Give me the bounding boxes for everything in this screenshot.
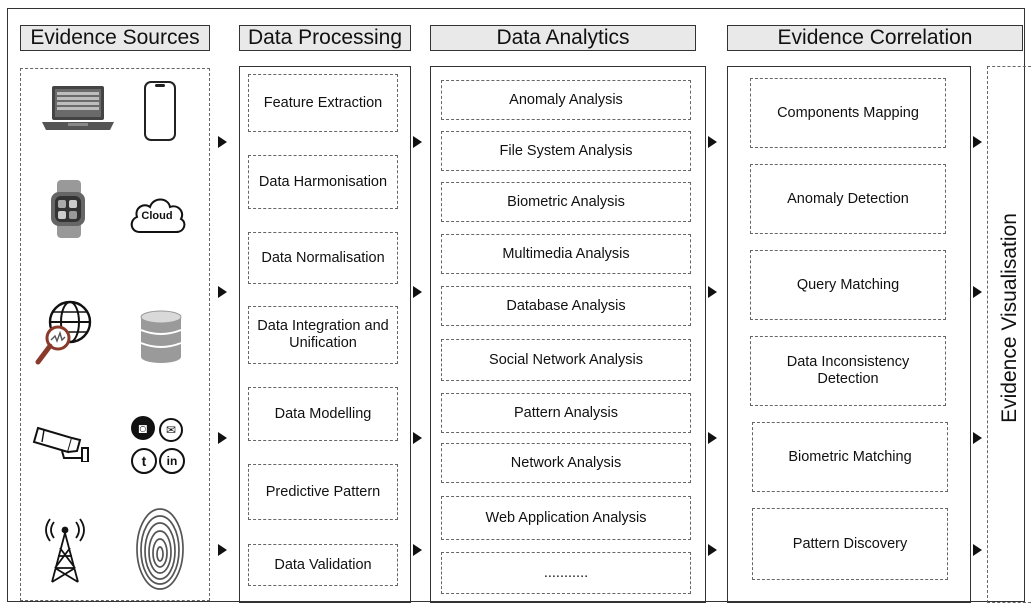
- cctv-camera-icon: [32, 426, 89, 462]
- analytics-item: Biometric Analysis: [441, 182, 691, 222]
- evidence-correlation-panel: [727, 66, 971, 603]
- fingerprint-icon: [136, 508, 184, 590]
- processing-step: Feature Extraction: [248, 74, 398, 132]
- database-icon: [140, 310, 182, 363]
- arrow-analytics-to-correlation: [708, 544, 717, 556]
- arrow-sources-to-processing: [218, 544, 227, 556]
- arrow-correlation-to-visualisation: [973, 432, 982, 444]
- arrow-correlation-to-visualisation: [973, 136, 982, 148]
- arrow-processing-to-analytics: [413, 286, 422, 298]
- processing-step: Predictive Pattern: [248, 464, 398, 520]
- smartwatch-icon: [51, 180, 85, 238]
- laptop-icon: [42, 86, 114, 130]
- analytics-item: File System Analysis: [441, 131, 691, 171]
- correlation-item: Pattern Discovery: [752, 508, 948, 580]
- correlation-item: Data Inconsistency Detection: [750, 336, 946, 406]
- arrow-correlation-to-visualisation: [973, 286, 982, 298]
- arrow-correlation-to-visualisation: [973, 544, 982, 556]
- diagram-frame: [7, 8, 1025, 602]
- arrow-processing-to-analytics: [413, 544, 422, 556]
- analytics-item: Multimedia Analysis: [441, 234, 691, 274]
- analytics-item-more: ...........: [441, 552, 691, 594]
- social-media-icon: ◙ ✉ t in: [128, 414, 190, 478]
- analytics-item: Network Analysis: [441, 443, 691, 483]
- correlation-item: Query Matching: [750, 250, 946, 320]
- correlation-item: Anomaly Detection: [750, 164, 946, 234]
- header-evidence-sources: Evidence Sources: [20, 25, 210, 51]
- linkedin-icon: in: [159, 448, 185, 474]
- analytics-item: Web Application Analysis: [441, 496, 691, 540]
- processing-step: Data Modelling: [248, 387, 398, 441]
- cloud-label: Cloud: [141, 210, 173, 222]
- arrow-processing-to-analytics: [413, 136, 422, 148]
- twitter-icon: t: [131, 448, 157, 474]
- evidence-sources-panel: [20, 68, 210, 601]
- processing-step: Data Integration and Unification: [248, 306, 398, 364]
- data-processing-panel: [239, 66, 411, 603]
- arrow-analytics-to-correlation: [708, 286, 717, 298]
- web-search-icon: [35, 300, 92, 365]
- arrow-sources-to-processing: [218, 432, 227, 444]
- analytics-item: Pattern Analysis: [441, 393, 691, 433]
- email-icon: ✉: [159, 418, 183, 442]
- arrow-analytics-to-correlation: [708, 136, 717, 148]
- correlation-item: Biometric Matching: [752, 422, 948, 492]
- header-data-analytics: Data Analytics: [430, 25, 696, 51]
- evidence-visualisation-panel: [987, 66, 1031, 603]
- header-data-processing: Data Processing: [239, 25, 411, 51]
- analytics-item: Social Network Analysis: [441, 339, 691, 381]
- arrow-sources-to-processing: [218, 136, 227, 148]
- arrow-processing-to-analytics: [413, 432, 422, 444]
- analytics-item: Anomaly Analysis: [441, 80, 691, 120]
- analytics-item: Database Analysis: [441, 286, 691, 326]
- processing-step: Data Harmonisation: [248, 155, 398, 209]
- correlation-item: Components Mapping: [750, 78, 946, 148]
- arrow-sources-to-processing: [218, 286, 227, 298]
- header-evidence-correlation: Evidence Correlation: [727, 25, 1023, 51]
- data-analytics-panel: [430, 66, 706, 603]
- arrow-analytics-to-correlation: [708, 432, 717, 444]
- processing-step: Data Normalisation: [248, 232, 398, 284]
- processing-step: Data Validation: [248, 544, 398, 586]
- radio-tower-icon: [45, 518, 85, 583]
- cloud-icon: Cloud: [126, 188, 188, 240]
- instagram-icon: ◙: [131, 416, 155, 440]
- smartphone-icon: [144, 81, 176, 141]
